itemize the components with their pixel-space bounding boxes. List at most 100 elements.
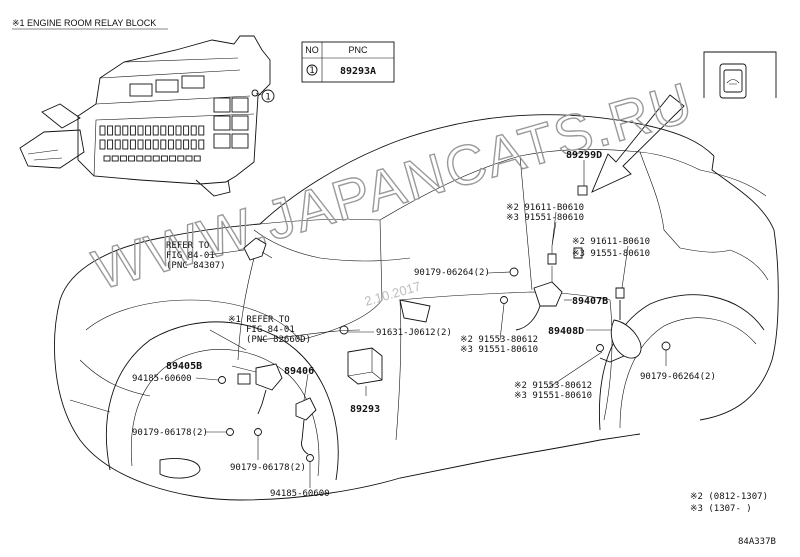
label-91551-a: ※3 91551-80610 xyxy=(506,213,584,223)
relay-fuse-slot xyxy=(190,139,197,150)
pnc-header-pnc: PNC xyxy=(348,45,368,55)
label-89408D: 89408D xyxy=(548,326,584,337)
footnotes: ※2 (0812-1307) ※3 (1307- ) 84A337B xyxy=(690,492,776,547)
relay-fuse-slot xyxy=(137,125,144,136)
relay-callout-circle xyxy=(261,89,275,103)
nut-90179-06178-a xyxy=(226,428,234,436)
label-refer2-line3: (PNC 82660D) xyxy=(246,335,311,345)
sensor-89405B xyxy=(255,363,283,391)
label-refer2-line1: ※1 REFER TO xyxy=(228,315,290,325)
label-89293: 89293 xyxy=(350,404,380,415)
part-89299D xyxy=(577,185,588,196)
relay-fuse-slot xyxy=(160,139,167,150)
label-91611-a: ※2 91611-B0610 xyxy=(506,203,584,213)
relay-fuse-slot xyxy=(198,125,205,136)
relay-fuse-slot xyxy=(107,125,114,136)
label-91551-c: ※3 91551-80610 xyxy=(460,345,538,355)
label-91611-b: ※2 91611-B0610 xyxy=(572,237,650,247)
relay-fuse-slot xyxy=(122,139,129,150)
connector-82660D xyxy=(237,373,251,385)
pnc-table-frame xyxy=(301,41,395,83)
relay-fuse-slot xyxy=(152,125,159,136)
label-90179-06178-b: 90179-06178(2) xyxy=(230,463,306,473)
label-91631: 91631-J0612(2) xyxy=(376,328,452,338)
bolt-91611-rear xyxy=(615,287,625,299)
pnc-table: NO PNC 1 89293A xyxy=(301,41,395,83)
label-90179-06264-b: 90179-06264(2) xyxy=(640,372,716,382)
label-89407B: 89407B xyxy=(572,296,608,307)
relay-fuse-slot xyxy=(145,125,152,136)
relay-fuse-slot xyxy=(175,125,182,136)
pnc-row-no: 1 xyxy=(309,66,314,76)
label-94185-a: 94185-60600 xyxy=(132,374,192,384)
nut-94185-b xyxy=(306,454,314,462)
relay-fuse-slot xyxy=(160,125,167,136)
label-90179-06178-a: 90179-06178(2) xyxy=(132,428,208,438)
relay-fuse-slot xyxy=(183,125,190,136)
relay-fuse-slot xyxy=(152,155,160,162)
ecu-89293 xyxy=(347,347,383,385)
relay-fuse-slot xyxy=(111,155,119,162)
relay-socket xyxy=(231,133,249,149)
figure-id: 84A337B xyxy=(738,537,776,547)
pnc-header-no: NO xyxy=(305,45,319,55)
leader-lines xyxy=(195,160,667,488)
date-stamp: 2.10.2017 xyxy=(363,279,423,309)
relay-fuse-slot xyxy=(167,125,174,136)
relay-socket xyxy=(213,115,231,131)
relay-fuse-slot xyxy=(185,155,193,162)
relay-fuse-slot xyxy=(175,139,182,150)
pnc-row-pnc: 89293A xyxy=(340,66,376,77)
nut-94185-a xyxy=(218,376,226,384)
relay-fuse-slot xyxy=(152,139,159,150)
relay-fuse-slot xyxy=(183,139,190,150)
relay-fuse-slot xyxy=(167,139,174,150)
label-refer1-line1: REFER TO xyxy=(166,241,209,251)
label-91551-b: ※3 91551-80610 xyxy=(572,249,650,259)
nut-90179-06178-b xyxy=(254,428,262,436)
relay-block-drawing xyxy=(19,35,271,197)
vehicle-outline xyxy=(54,114,779,501)
label-refer2-line2: FIG 84-01 xyxy=(246,325,295,335)
relay-fuse-slot xyxy=(144,155,152,162)
label-91551-d: ※3 91551-80610 xyxy=(514,391,592,401)
relay-fuse-slot xyxy=(128,155,136,162)
sensor-89406 xyxy=(295,397,317,421)
switch-location-arrow xyxy=(591,94,685,193)
relay-fuse-slot xyxy=(114,125,121,136)
nut-90179-06264-b xyxy=(661,341,671,351)
headlamp-leveling-switch-icon xyxy=(703,51,777,99)
relay-socket xyxy=(231,97,249,113)
relay-cover-block xyxy=(181,75,205,89)
label-89406: 89406 xyxy=(284,366,314,377)
relay-fuse-slot xyxy=(114,139,121,150)
relay-fuse-slot xyxy=(107,139,114,150)
label-refer1-line2: FIG 84-01 xyxy=(166,251,215,261)
note-variant-3: ※3 (1307- ) xyxy=(690,504,752,514)
bolt-91611-b xyxy=(573,247,583,259)
relay-fuse-slot xyxy=(190,125,197,136)
relay-fuse-slot xyxy=(99,125,106,136)
label-89405B: 89405B xyxy=(166,361,202,372)
nut-90179-06264-a xyxy=(509,267,519,277)
relay-fuse-slot xyxy=(129,125,136,136)
label-94185-b: 94185-60600 xyxy=(270,489,330,499)
label-90179-06264-a: 90179-06264(2) xyxy=(414,268,490,278)
relay-fuse-slot xyxy=(145,139,152,150)
relay-fuse-slot xyxy=(119,155,127,162)
label-91553-b: ※2 91553-80612 xyxy=(514,381,592,391)
relay-fuse-slot xyxy=(103,155,111,162)
bolt-91611-a xyxy=(547,253,557,265)
relay-cover-block xyxy=(155,79,179,93)
relay-cover-block xyxy=(129,83,153,97)
relay-fuse-slot xyxy=(198,139,205,150)
relay-fuse-slot xyxy=(122,125,129,136)
relay-block-title: ※1 ENGINE ROOM RELAY BLOCK xyxy=(12,18,156,28)
label-refer1-line3: (PNC 84307) xyxy=(166,261,226,271)
relay-fuse-slot xyxy=(137,139,144,150)
relay-fuse-slot xyxy=(99,139,106,150)
switch-connector-part xyxy=(243,237,267,261)
relay-fuse-slot xyxy=(136,155,144,162)
relay-fuse-slot xyxy=(160,155,168,162)
relay-callout-number: 1 xyxy=(265,93,270,103)
